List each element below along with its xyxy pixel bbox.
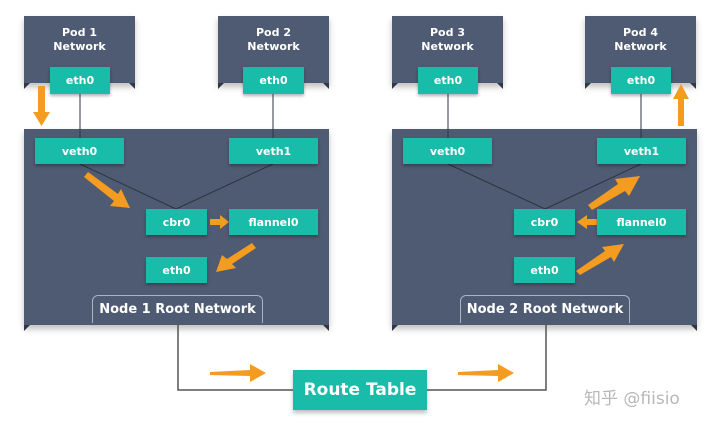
link-veth1-cbr0-n2: [544, 163, 642, 210]
node-2-veth0[interactable]: veth0: [403, 138, 492, 164]
node-1-veth0[interactable]: veth0: [35, 138, 124, 164]
node-1-eth0[interactable]: eth0: [146, 257, 207, 283]
arrow-to-node2: [458, 364, 514, 382]
route-table[interactable]: Route Table: [293, 370, 427, 410]
link-node1-route: [177, 322, 293, 391]
arrow-to-route-left: [210, 364, 266, 382]
node-2-eth0[interactable]: eth0: [514, 257, 575, 283]
arrow-flannel0-to-eth0: [216, 243, 256, 272]
pod-4-eth0[interactable]: eth0: [611, 67, 671, 94]
node-1-veth1[interactable]: veth1: [229, 138, 318, 164]
link-veth1-cbr0-n1: [175, 163, 274, 210]
node-1-flannel0[interactable]: flannel0: [229, 209, 318, 235]
arrow-veth0-to-cbr0: [84, 172, 130, 208]
node-2-cbr0[interactable]: cbr0: [514, 209, 575, 235]
link-veth0-cbr0-n1: [79, 163, 177, 210]
arrow-veth1-to-pod4-up: [673, 84, 689, 126]
link-veth0-cbr0-n2: [447, 163, 546, 210]
node-2-veth1[interactable]: veth1: [597, 138, 686, 164]
link-route-node2: [427, 322, 547, 391]
pod-2-eth0[interactable]: eth0: [243, 67, 304, 94]
node-1-label: Node 1 Root Network: [92, 295, 263, 323]
node-2-flannel0[interactable]: flannel0: [597, 209, 686, 235]
pod-1-eth0[interactable]: eth0: [50, 67, 110, 94]
arrow-cbr0-to-flannel0: [210, 215, 229, 229]
node-1-cbr0[interactable]: cbr0: [146, 209, 207, 235]
arrow-flannel0-to-cbr0-n2: [577, 215, 597, 229]
arrow-eth0-to-flannel0-n2: [576, 244, 624, 275]
pod-3-eth0[interactable]: eth0: [418, 67, 478, 94]
watermark: 知乎 @fiisio: [584, 389, 680, 409]
arrow-pod1-down: [33, 86, 50, 126]
node-2-label: Node 2 Root Network: [460, 295, 630, 323]
arrow-cbr0-to-veth1-n2: [588, 176, 640, 210]
